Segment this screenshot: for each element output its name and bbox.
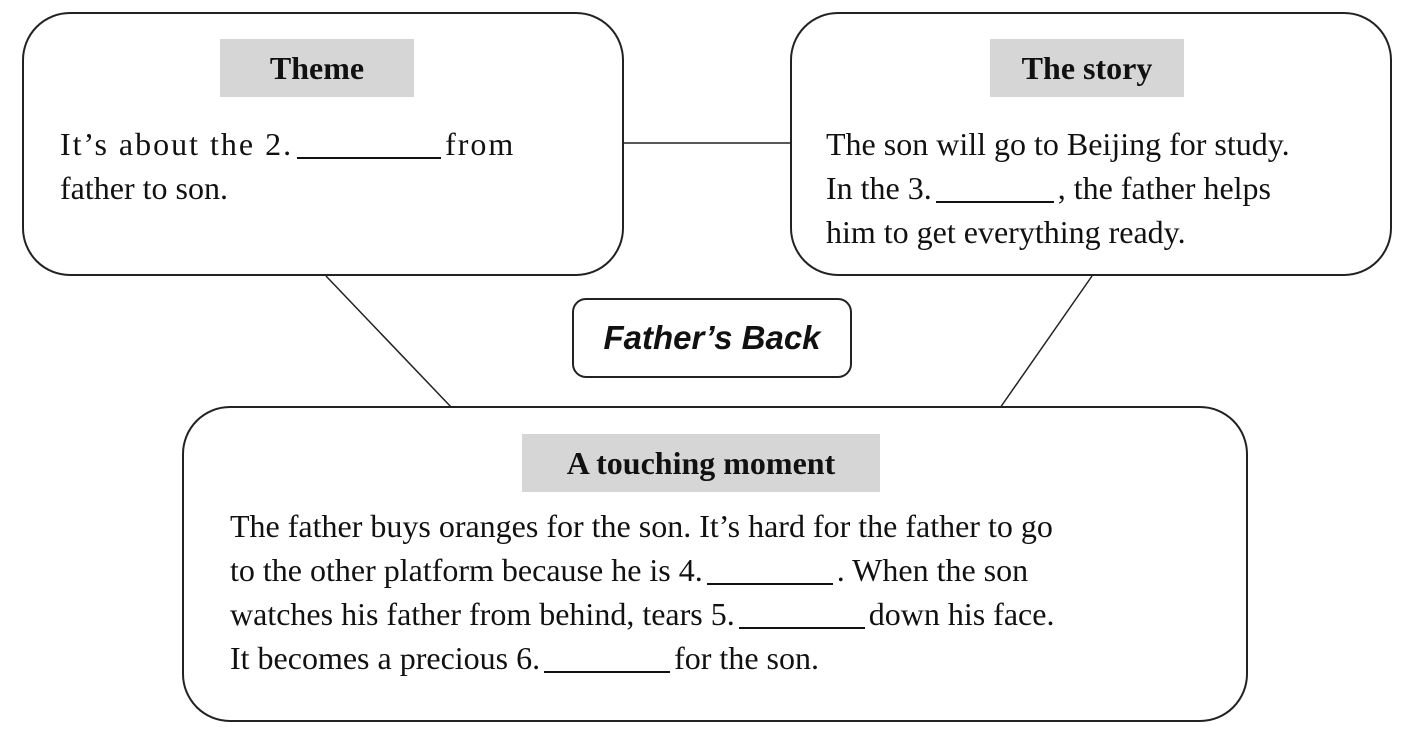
theme-text: It’s about the 2. from father to son. (60, 122, 515, 210)
theme-line-1: It’s about the 2. from (60, 122, 515, 166)
connector-theme-moment (325, 275, 453, 409)
answer-blank-6[interactable] (544, 639, 671, 673)
story-line-3: him to get everything ready. (826, 214, 1186, 250)
moment-line-4: It becomes a precious 6. for the son. (230, 636, 1054, 680)
moment-line-4-start: It becomes a precious 6. (230, 640, 541, 676)
moment-line-2-start: to the other platform because he is 4. (230, 552, 703, 588)
answer-blank-4[interactable] (706, 551, 833, 585)
moment-line-3-end: down his face. (868, 596, 1055, 632)
story-line-2-end: , the father helps (1057, 170, 1271, 206)
answer-blank-5[interactable] (738, 595, 865, 629)
theme-line-1-end: from (445, 126, 516, 162)
theme-card: Theme It’s about the 2. from father to so… (22, 12, 624, 276)
moment-line-4-end: for the son. (674, 640, 819, 676)
theme-line-2: father to son. (60, 170, 228, 206)
moment-line-2: to the other platform because he is 4. . … (230, 548, 1054, 592)
theme-line-1-start: It’s about the 2. (60, 126, 294, 162)
connector-story-moment (999, 275, 1093, 409)
moment-line-3: watches his father from behind, tears 5.… (230, 592, 1054, 636)
story-label: The story (990, 39, 1184, 97)
theme-label: Theme (220, 39, 414, 97)
story-line-2-start: In the 3. (826, 170, 932, 206)
story-line-1: The son will go to Beijing for study. (826, 126, 1290, 162)
moment-text: The father buys oranges for the son. It’… (230, 504, 1054, 680)
answer-blank-2[interactable] (297, 125, 442, 159)
center-title: Father’s Back (572, 298, 852, 378)
moment-label: A touching moment (522, 434, 880, 492)
moment-line-3-start: watches his father from behind, tears 5. (230, 596, 735, 632)
moment-line-2-end: . When the son (836, 552, 1029, 588)
story-text: The son will go to Beijing for study. In… (826, 122, 1290, 254)
story-card: The story The son will go to Beijing for… (790, 12, 1392, 276)
moment-card: A touching moment The father buys orange… (182, 406, 1248, 722)
answer-blank-3[interactable] (935, 169, 1054, 203)
story-line-2: In the 3. , the father helps (826, 166, 1290, 210)
moment-line-1: The father buys oranges for the son. It’… (230, 508, 1053, 544)
